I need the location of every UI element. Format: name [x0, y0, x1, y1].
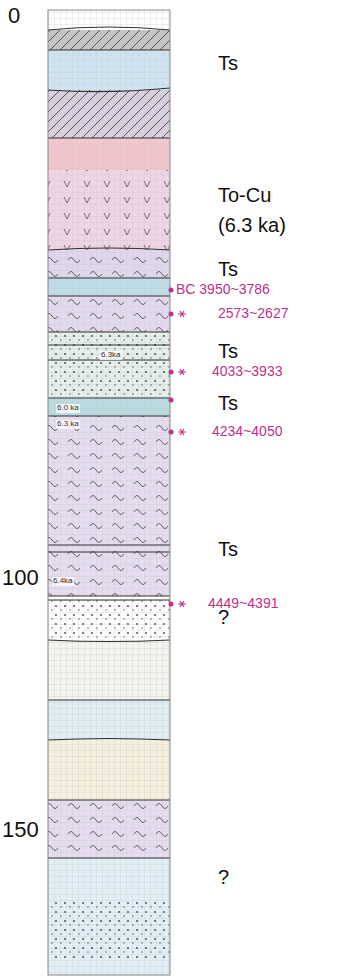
age-label: 2573~2627: [218, 306, 288, 321]
unit-label: Ts: [218, 392, 238, 414]
sketch-note: 6.4ka: [52, 577, 74, 586]
sample-dots: [169, 288, 174, 607]
age-label: 4234~4050: [212, 424, 282, 439]
unit-label: Ts: [218, 52, 238, 74]
unit-label: ?: [218, 606, 229, 628]
sketch-note: 6.3 ka: [56, 420, 80, 429]
depth-label: 150: [2, 818, 39, 842]
unit-label: Ts: [218, 538, 238, 560]
unit-label: (6.3 ka): [218, 214, 286, 236]
sketch-note: 6.0 ka: [56, 404, 80, 413]
age-label: 4033~3933: [212, 364, 282, 379]
layers: [48, 10, 170, 975]
sketch-note: 6.3ka: [100, 351, 122, 360]
asterisks: [178, 311, 186, 607]
depth-label: 0: [8, 4, 20, 28]
unit-label: Ts: [218, 258, 238, 280]
unit-label: Ts: [218, 340, 238, 362]
age-label: BC 3950~3786: [176, 282, 270, 297]
depth-label: 100: [2, 566, 39, 590]
unit-label: To-Cu: [218, 184, 271, 206]
unit-label: ?: [218, 866, 229, 888]
